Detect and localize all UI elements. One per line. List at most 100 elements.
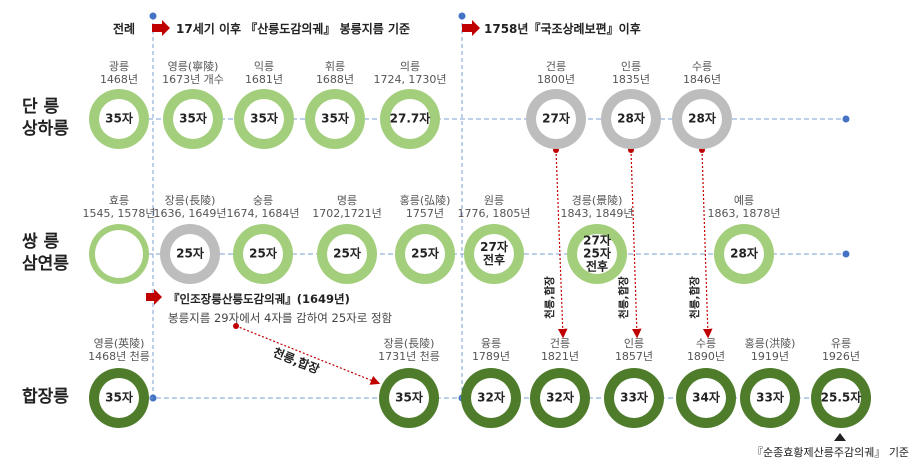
- tomb-year: 1468년 천릉: [88, 350, 150, 363]
- tomb-label-hong1: 홍릉(弘陵)1757년: [400, 194, 451, 220]
- tomb-size-hwi: 35자: [321, 111, 349, 126]
- tomb-name: 수릉: [691, 60, 713, 73]
- row-end-dot-1: [842, 115, 850, 123]
- tomb-label-yeong1: 영릉(寧陵)1673년 개수: [162, 60, 224, 86]
- tomb-name: 장릉(長陵): [383, 337, 435, 350]
- arrow-su: [701, 149, 713, 339]
- footer-triangle: [834, 433, 846, 441]
- tomb-label-jang2: 장릉(長陵)1731년 천릉: [378, 337, 440, 363]
- tomb-year: 1757년: [405, 207, 445, 220]
- row-end-dot-2: [842, 250, 850, 258]
- tomb-center-yu: [821, 378, 861, 418]
- tomb-center-won: [474, 234, 514, 274]
- tomb-year: 1688년: [315, 73, 355, 86]
- note-arrow: [146, 289, 162, 305]
- tomb-name: 익릉: [253, 60, 275, 73]
- arrow-in: [630, 149, 642, 339]
- tomb-center-hyo: [95, 230, 143, 278]
- tomb-year: 1724, 1730년: [373, 73, 447, 86]
- period2-arrow: [462, 20, 480, 36]
- tomb-label-jang1: 장릉(長陵)1636, 1649년: [153, 194, 226, 220]
- tomb-center-ui: [390, 99, 430, 139]
- tomb-center-gwang: [99, 99, 139, 139]
- arrow-geon: [555, 149, 568, 339]
- tomb-name: 홍릉(洪陵): [744, 337, 796, 350]
- row-label-ssang: 쌍 릉 삼연릉: [22, 231, 69, 275]
- tomb-year: 1681년: [244, 73, 284, 86]
- tomb-center-geon1: [536, 99, 576, 139]
- tomb-center-geon2: [540, 378, 580, 418]
- tomb-size-sung: 25자: [249, 246, 277, 261]
- legend-arrow: [152, 20, 170, 36]
- tomb-year: 1800년: [536, 73, 576, 86]
- tomb-size-in2: 33자: [620, 390, 648, 405]
- tomb-year: 1674, 1684년: [226, 207, 300, 220]
- tomb-center-yung: [471, 378, 511, 418]
- tomb-name: 원릉: [483, 194, 505, 207]
- row-label-danneung: 단 릉 상하릉: [22, 96, 69, 140]
- tomb-center-jang1: [170, 234, 210, 274]
- tomb-year: 1545, 1578년: [82, 207, 156, 220]
- tomb-year: 1926년: [821, 350, 861, 363]
- tomb-size-hong1: 25자: [411, 246, 439, 261]
- tomb-size-ik: 35자: [250, 111, 278, 126]
- tomb-name: 건릉: [549, 337, 571, 350]
- tomb-size-gyeong: 27자 25자 전후: [583, 233, 611, 274]
- arrow-jang-cheonreung: [235, 325, 381, 385]
- tomb-year: 1731년 천릉: [378, 350, 440, 363]
- tomb-name: 유릉: [830, 337, 852, 350]
- tomb-center-hong1: [405, 234, 445, 274]
- tomb-size-yeong2: 35자: [105, 390, 133, 405]
- tomb-size-yu: 25.5자: [820, 390, 862, 405]
- period2-header: 1758년『국조상례보편』이후: [484, 22, 641, 36]
- tomb-center-in2: [614, 378, 654, 418]
- tomb-year: 1863, 1878년: [707, 207, 781, 220]
- arrow-label-in: 천릉,합장: [617, 276, 630, 319]
- tomb-name: 영릉(英陵): [93, 337, 145, 350]
- tomb-name: 인릉: [623, 337, 645, 350]
- tomb-size-jang1: 25자: [176, 246, 204, 261]
- tomb-size-geon1: 27자: [542, 111, 570, 126]
- tomb-name: 건릉: [545, 60, 567, 73]
- period-dot-1: [149, 12, 157, 20]
- tomb-year: 1857년: [614, 350, 654, 363]
- tomb-center-yeong2: [99, 378, 139, 418]
- tomb-center-ye: [724, 234, 764, 274]
- tomb-name: 영릉(寧陵): [167, 60, 219, 73]
- tomb-size-geon2: 32자: [546, 390, 574, 405]
- tomb-year: 1919년: [750, 350, 790, 363]
- tomb-center-su2: [686, 378, 726, 418]
- row-label-ssang-2: 삼연릉: [22, 254, 69, 274]
- row-label-ssang-1: 쌍 릉: [22, 232, 60, 252]
- tomb-name: 수릉: [695, 337, 717, 350]
- tomb-center-sung: [243, 234, 283, 274]
- tomb-size-myeong: 25자: [333, 246, 361, 261]
- tomb-name: 융릉: [480, 337, 502, 350]
- tomb-size-won: 27자 전후: [480, 240, 508, 267]
- arrow-label-su: 천릉,합장: [688, 276, 701, 319]
- tomb-center-myeong: [327, 234, 367, 274]
- tomb-year: 1835년: [611, 73, 651, 86]
- row-label-danneung-1: 단 릉: [22, 97, 60, 117]
- tomb-size-jang2: 35자: [395, 390, 423, 405]
- tomb-name: 장릉(長陵): [164, 194, 216, 207]
- tomb-year: 1776, 1805년: [457, 207, 531, 220]
- tomb-center-hong2: [750, 378, 790, 418]
- tomb-size-ui: 27.7자: [389, 111, 431, 126]
- tomb-name: 명릉: [336, 194, 358, 207]
- tomb-name: 휘릉: [324, 60, 346, 73]
- footer-source: 『순종효황제산릉주감의궤』 기준: [752, 446, 910, 459]
- tomb-year: 1821년: [540, 350, 580, 363]
- tomb-size-yeong1: 35자: [179, 111, 207, 126]
- tomb-year: 1890년: [686, 350, 726, 363]
